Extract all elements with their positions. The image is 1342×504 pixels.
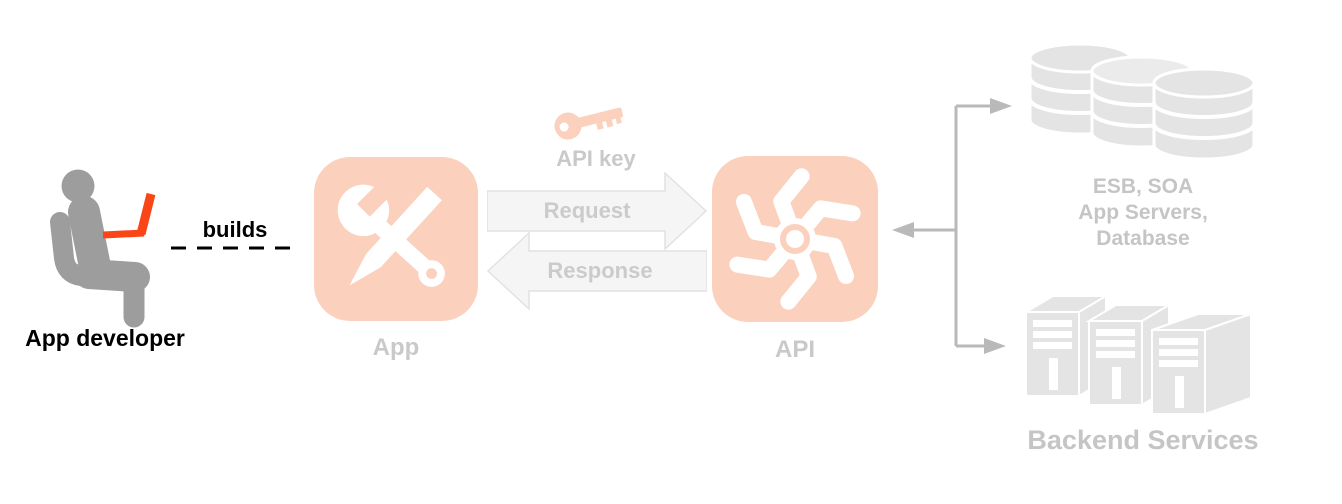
connector-bottom-arrowhead (984, 338, 1006, 354)
person-figure (50, 196, 150, 328)
app-node-label: App (372, 334, 420, 361)
torso-shape (68, 196, 110, 278)
seated-developer-laptop-icon (50, 169, 156, 328)
api-node-label: API (774, 336, 815, 363)
request-arrow (487, 172, 707, 250)
response-arrow (487, 232, 707, 310)
laptop-icon (102, 192, 156, 239)
developer-label: App developer (25, 325, 185, 351)
api-key-label: API key (556, 146, 636, 171)
datastore-label-line1: ESB, SOA (1092, 175, 1194, 198)
server-tower-2 (1085, 303, 1173, 407)
server-tower-3 (1151, 312, 1252, 416)
api-node-card (712, 156, 878, 322)
pencil-shape (349, 186, 442, 286)
wrench-pencil-icon (337, 170, 445, 287)
db-cylinder-3 (1152, 67, 1256, 161)
datastore-label-line2: App Servers, (1078, 201, 1208, 224)
backend-services-label: Backend Services (1027, 425, 1259, 455)
connector-left-arrowhead (892, 222, 914, 238)
pinwheel-ring (780, 224, 810, 254)
builds-label: builds (202, 217, 268, 242)
key-shape (554, 107, 624, 140)
datastore-label-line3: Database (1096, 227, 1190, 250)
server-tower-1 (1022, 294, 1110, 398)
wrench-shape (337, 170, 445, 287)
api-backend-connector (892, 98, 1012, 354)
datastore-label: ESB, SOA App Servers, Database (1038, 174, 1248, 252)
server-towers-icon (1022, 294, 1252, 416)
gear-pinwheel-icon (729, 168, 861, 310)
pinwheel-arms (729, 168, 861, 310)
database-stack-icon (1028, 42, 1256, 161)
connector-top-arrowhead (990, 98, 1012, 114)
app-node-card (314, 157, 478, 321)
person-head (61, 169, 95, 203)
key-icon (554, 107, 624, 140)
